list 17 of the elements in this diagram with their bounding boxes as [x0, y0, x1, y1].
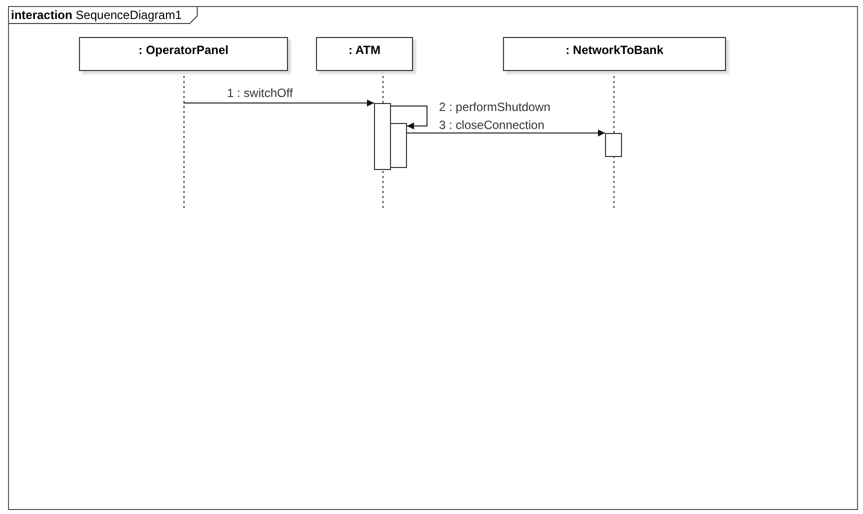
lifeline-name: : NetworkToBank: [564, 43, 664, 57]
lifeline-head-box: [79, 37, 288, 71]
message-label: 3 : closeConnection: [439, 119, 544, 132]
message-arrow: [390, 106, 428, 130]
message-label: 1 : switchOff: [227, 87, 293, 100]
frame-box: [8, 6, 858, 510]
message-label: 2 : performShutdown: [439, 101, 550, 114]
lifeline-name: : OperatorPanel: [137, 43, 230, 57]
frame-title: interaction SequenceDiagram1: [9, 7, 198, 24]
activation-bar: [374, 103, 391, 170]
lifeline-name: : ATM: [348, 43, 382, 57]
activation-bar: [390, 123, 407, 168]
message-arrow: [406, 130, 606, 136]
lifeline-head-box: [316, 37, 413, 71]
activation-bar: [605, 133, 622, 157]
lifeline-head-box: [503, 37, 726, 71]
message-arrow: [183, 100, 374, 106]
